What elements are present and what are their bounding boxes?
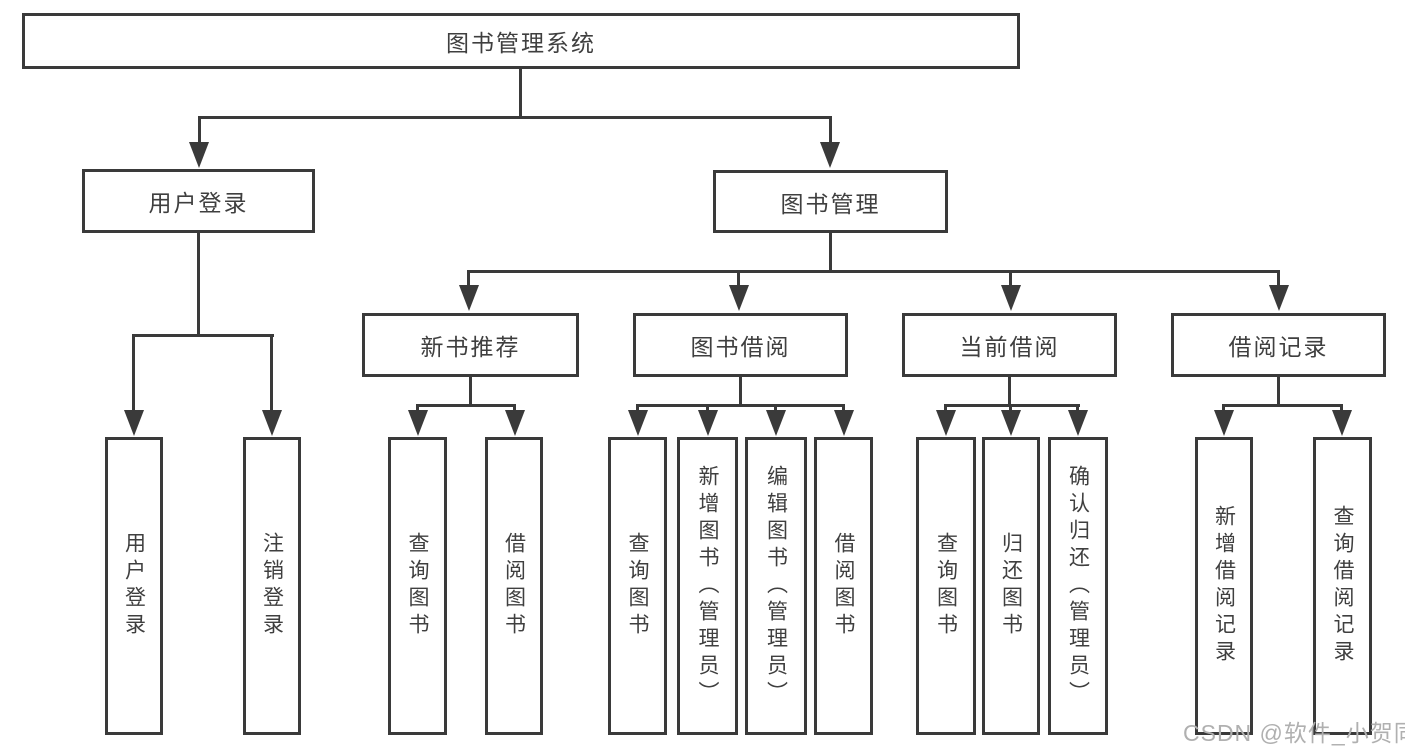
watermark-text: CSDN @软件_小贺同学 <box>1183 720 1405 746</box>
edge-drop-br-query <box>1340 404 1343 414</box>
edge-book-mgmt-branch <box>467 270 1280 273</box>
edge-drop-book-borrow <box>737 270 740 288</box>
leaf-borrow-books-recommend-label: 借阅图书 <box>502 532 526 640</box>
arrowhead-bb-edit <box>766 410 786 436</box>
leaf-add-book-admin: 新增图书（管理员） <box>677 437 738 735</box>
leaf-user-login-label: 用户登录 <box>122 532 146 640</box>
leaf-query-borrow-record-label: 查询借阅记录 <box>1331 505 1354 667</box>
arrowhead-bb-add <box>698 410 718 436</box>
leaf-return-book: 归还图书 <box>982 437 1040 735</box>
node-book-management: 图书管理 <box>713 170 948 233</box>
arrowhead-new-book <box>459 285 479 311</box>
arrowhead-user-login <box>189 142 209 168</box>
edge-drop-leaf-logout <box>270 334 273 412</box>
edge-drop-br-add <box>1222 404 1225 414</box>
edge-user-login-stem <box>197 233 200 336</box>
leaf-query-books-borrow: 查询图书 <box>608 437 667 735</box>
edge-root-branch <box>198 116 832 119</box>
edge-book-borrow-stem <box>739 377 742 406</box>
leaf-query-books-current: 查询图书 <box>916 437 976 735</box>
edge-drop-cb-return <box>1009 404 1012 414</box>
edge-book-mgmt-stem <box>829 233 832 272</box>
node-new-book-recommend: 新书推荐 <box>362 313 579 377</box>
arrowhead-br-query <box>1332 410 1352 436</box>
leaf-user-login: 用户登录 <box>105 437 163 735</box>
edge-book-borrow-branch <box>636 404 845 407</box>
arrowhead-leaf-logout <box>262 410 282 436</box>
edge-root-stem <box>519 69 522 119</box>
node-current-borrow-label: 当前借阅 <box>959 334 1060 360</box>
edge-drop-book-mgmt <box>829 116 832 146</box>
edge-drop-user-login <box>198 116 201 146</box>
leaf-borrow-books-recommend: 借阅图书 <box>485 437 543 735</box>
edge-new-book-stem <box>469 377 472 406</box>
arrowhead-current-borrow <box>1001 285 1021 311</box>
arrowhead-nb-borrow <box>505 410 525 436</box>
edge-drop-leaf-login <box>132 334 135 412</box>
leaf-confirm-return-admin: 确认归还（管理员） <box>1048 437 1108 735</box>
arrowhead-br-add <box>1214 410 1234 436</box>
edge-drop-new-book <box>467 270 470 288</box>
arrowhead-nb-query <box>408 410 428 436</box>
node-root-label: 图书管理系统 <box>446 30 596 56</box>
arrowhead-borrow-records <box>1269 285 1289 311</box>
node-new-book-recommend-label: 新书推荐 <box>420 334 521 360</box>
edge-drop-nb-query <box>416 404 419 414</box>
edge-drop-current-borrow <box>1009 270 1012 288</box>
edge-user-login-branch <box>132 334 274 337</box>
node-book-borrow-label: 图书借阅 <box>690 334 791 360</box>
leaf-query-books-recommend-label: 查询图书 <box>406 532 429 640</box>
edge-borrow-records-branch <box>1222 404 1343 407</box>
leaf-confirm-return-admin-label: 确认归还（管理员） <box>1066 464 1090 708</box>
node-book-borrow: 图书借阅 <box>633 313 848 377</box>
arrowhead-book-mgmt <box>820 142 840 168</box>
leaf-query-books-recommend: 查询图书 <box>388 437 447 735</box>
node-borrow-records: 借阅记录 <box>1171 313 1386 377</box>
arrowhead-cb-confirm <box>1068 410 1088 436</box>
edge-drop-bb-add <box>706 404 709 414</box>
edge-borrow-records-stem <box>1277 377 1280 406</box>
leaf-query-borrow-record: 查询借阅记录 <box>1313 437 1372 735</box>
edge-drop-nb-borrow <box>513 404 516 414</box>
node-root: 图书管理系统 <box>22 13 1020 69</box>
leaf-return-book-label: 归还图书 <box>999 532 1023 640</box>
leaf-query-books-borrow-label: 查询图书 <box>626 532 649 640</box>
leaf-query-books-current-label: 查询图书 <box>934 532 958 640</box>
arrowhead-leaf-login <box>124 410 144 436</box>
arrowhead-bb-borrow <box>834 410 854 436</box>
arrowhead-cb-return <box>1001 410 1021 436</box>
leaf-borrow-books-2: 借阅图书 <box>814 437 873 735</box>
node-borrow-records-label: 借阅记录 <box>1228 334 1329 360</box>
arrowhead-book-borrow <box>729 285 749 311</box>
edge-drop-bb-edit <box>774 404 777 414</box>
edge-drop-cb-query <box>944 404 947 414</box>
leaf-edit-book-admin: 编辑图书（管理员） <box>745 437 807 735</box>
edge-current-borrow-stem <box>1008 377 1011 406</box>
node-book-management-label: 图书管理 <box>780 190 881 217</box>
leaf-add-borrow-record: 新增借阅记录 <box>1195 437 1253 735</box>
arrowhead-cb-query <box>936 410 956 436</box>
edge-new-book-branch <box>416 404 516 407</box>
node-user-login-label: 用户登录 <box>148 190 249 216</box>
leaf-borrow-books-2-label: 借阅图书 <box>832 532 855 640</box>
edge-current-borrow-branch <box>944 404 1080 407</box>
leaf-logout: 注销登录 <box>243 437 301 735</box>
leaf-add-book-admin-label: 新增图书（管理员） <box>696 464 719 708</box>
edge-drop-borrow-records <box>1277 270 1280 288</box>
leaf-add-borrow-record-label: 新增借阅记录 <box>1212 505 1236 667</box>
leaf-logout-label: 注销登录 <box>260 532 284 640</box>
edge-drop-bb-borrow <box>842 404 845 414</box>
node-current-borrow: 当前借阅 <box>902 313 1117 377</box>
node-user-login: 用户登录 <box>82 169 315 233</box>
edge-drop-cb-confirm <box>1076 404 1079 414</box>
arrowhead-bb-query <box>628 410 648 436</box>
edge-drop-bb-query <box>636 404 639 414</box>
leaf-edit-book-admin-label: 编辑图书（管理员） <box>764 464 788 708</box>
